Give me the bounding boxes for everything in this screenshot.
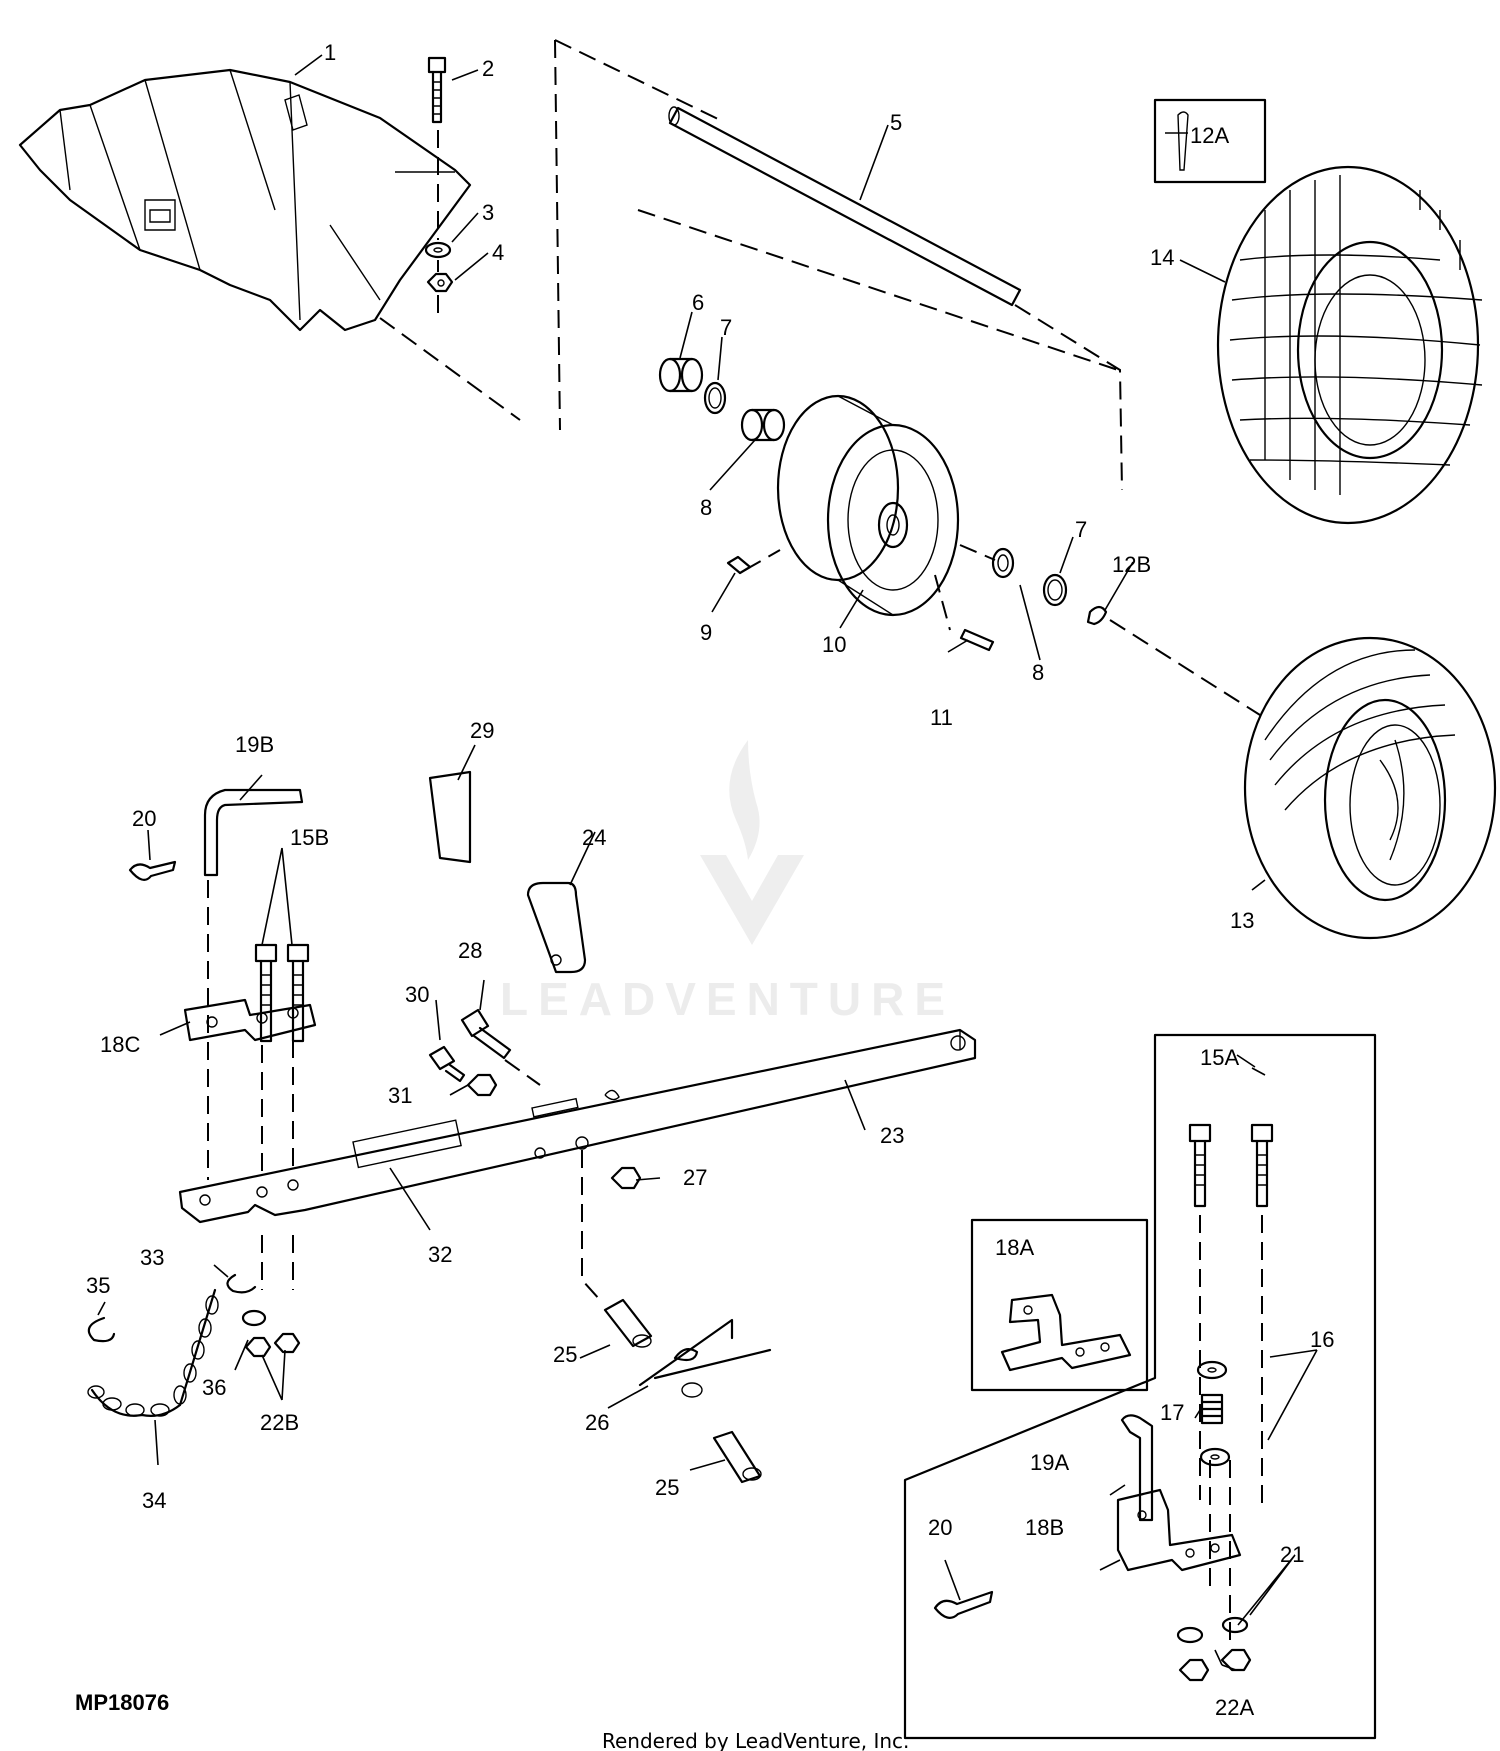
callout-31: 31 [388, 1083, 412, 1108]
footer-credit: Rendered by LeadVenture, Inc. [602, 1729, 909, 1751]
diagram-code: MP18076 [75, 1690, 169, 1715]
callout-35: 35 [86, 1273, 110, 1298]
part-22a-nuts[interactable] [1178, 1648, 1252, 1682]
callout-18b: 18B [1025, 1515, 1064, 1540]
callout-27: 27 [683, 1165, 707, 1190]
part-6-bushing[interactable] [658, 357, 704, 393]
part-13-tire[interactable] [1243, 636, 1497, 940]
part-18c-bracket[interactable] [183, 998, 317, 1042]
callout-29: 29 [470, 718, 494, 743]
callout-36: 36 [202, 1375, 226, 1400]
callout-15a: 15A [1200, 1045, 1239, 1070]
part-36-washer[interactable] [241, 1309, 267, 1327]
callout-24: 24 [582, 825, 606, 850]
part-20-clip-right[interactable] [933, 1590, 994, 1619]
part-27-nut[interactable] [610, 1166, 642, 1190]
callout-12a: 12A [1190, 123, 1229, 148]
callout-20-left: 20 [132, 806, 156, 831]
callout-8-left: 8 [700, 495, 712, 520]
part-8-bearing-right[interactable] [991, 547, 1015, 579]
part-2-bolt[interactable] [427, 56, 447, 124]
part-29-decal[interactable] [428, 770, 472, 864]
callout-17: 17 [1160, 1400, 1184, 1425]
part-31-nut[interactable] [466, 1073, 498, 1097]
callout-13: 13 [1230, 908, 1254, 933]
part-25-pin-bottom[interactable] [712, 1430, 762, 1484]
part-10-rim[interactable] [776, 394, 960, 617]
part-12b-pin[interactable] [1086, 605, 1108, 626]
callout-11: 11 [930, 705, 953, 730]
part-28-bolt[interactable] [460, 1008, 512, 1060]
part-33-clip[interactable] [226, 1273, 257, 1294]
part-11-stud[interactable] [959, 628, 995, 652]
part-25-pin-top[interactable] [603, 1298, 653, 1348]
callout-6: 6 [692, 290, 704, 315]
part-4-nut[interactable] [426, 272, 454, 293]
callout-7-right: 7 [1075, 517, 1087, 542]
callout-20-right: 20 [928, 1515, 952, 1540]
part-19a-handle[interactable] [1120, 1414, 1154, 1522]
part-15b-bolts[interactable] [254, 943, 310, 1043]
part-18b-bracket[interactable] [1116, 1488, 1242, 1572]
part-24-latch[interactable] [526, 881, 587, 974]
callout-2: 2 [482, 56, 494, 81]
callout-26: 26 [585, 1410, 609, 1435]
part-15a-bolts[interactable] [1188, 1123, 1274, 1208]
callout-10: 10 [822, 632, 846, 657]
callout-16: 16 [1310, 1327, 1334, 1352]
part-22b-nuts[interactable] [244, 1332, 301, 1358]
part-16-washers[interactable] [1196, 1360, 1231, 1467]
callout-28: 28 [458, 938, 482, 963]
part-7-ring[interactable] [703, 381, 727, 415]
callout-25-top: 25 [553, 1342, 577, 1367]
callout-33: 33 [140, 1245, 164, 1270]
callout-22b: 22B [260, 1410, 299, 1435]
inset-box [903, 1033, 1377, 1740]
part-14-tire[interactable] [1216, 165, 1483, 525]
callout-34: 34 [142, 1488, 166, 1513]
callout-23: 23 [880, 1123, 904, 1148]
part-1-shield[interactable] [18, 68, 472, 332]
part-23-hitch-bar[interactable] [178, 1028, 977, 1224]
part-19b-handle[interactable] [203, 788, 304, 877]
callout-22a: 22A [1215, 1695, 1254, 1720]
callout-32: 32 [428, 1242, 452, 1267]
part-30-bolt[interactable] [428, 1045, 466, 1083]
part-3-washer[interactable] [424, 241, 452, 259]
callout-18a: 18A [995, 1235, 1034, 1260]
part-8-bearing[interactable] [740, 408, 786, 442]
callout-25-bottom: 25 [655, 1475, 679, 1500]
callout-5: 5 [890, 110, 902, 135]
callout-1: 1 [324, 40, 336, 65]
part-26-spring[interactable] [638, 1318, 772, 1398]
part-35-ring[interactable] [87, 1316, 116, 1343]
callout-8-right: 8 [1032, 660, 1044, 685]
part-34-chain[interactable] [87, 1288, 219, 1417]
part-21-washers[interactable] [1176, 1616, 1249, 1644]
callout-labels: 1 2 3 4 5 6 7 7 8 8 9 10 11 12A 12B 13 1… [86, 40, 1334, 1720]
callout-18c: 18C [100, 1032, 140, 1057]
part-18a-inset [970, 1218, 1149, 1392]
part-7-ring-right[interactable] [1042, 573, 1068, 607]
watermark-text: LEADVENTURE [500, 973, 955, 1025]
callout-7-left: 7 [720, 315, 732, 340]
callout-19b: 19B [235, 732, 274, 757]
callout-30: 30 [405, 982, 429, 1007]
watermark: LEADVENTURE [500, 740, 955, 1025]
callout-3: 3 [482, 200, 494, 225]
part-5-axle[interactable] [668, 106, 1022, 307]
callout-12b: 12B [1112, 552, 1151, 577]
callout-9: 9 [700, 620, 712, 645]
leader-lines [97, 54, 1318, 1671]
part-9-valve[interactable] [726, 555, 752, 575]
part-20-clip[interactable] [128, 860, 177, 881]
callout-14: 14 [1150, 245, 1174, 270]
callout-15b: 15B [290, 825, 329, 850]
callout-4: 4 [492, 240, 504, 265]
part-12a-box [1153, 98, 1267, 184]
part-17-spring[interactable] [1200, 1393, 1224, 1425]
callout-21: 21 [1280, 1542, 1304, 1567]
callout-19a: 19A [1030, 1450, 1069, 1475]
